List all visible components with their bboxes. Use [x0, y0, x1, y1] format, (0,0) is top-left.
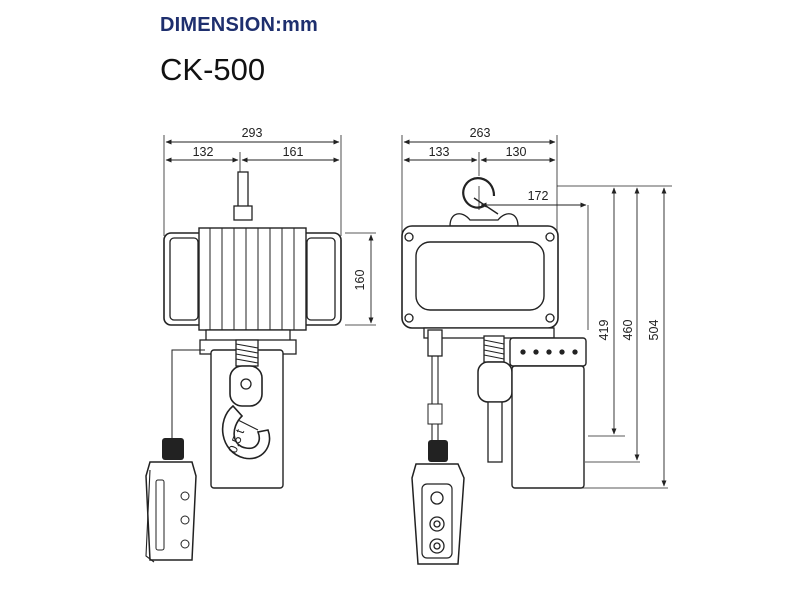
front-view	[145, 135, 376, 563]
front-right-width-label: 161	[283, 145, 304, 159]
side-dimension-lines	[403, 139, 667, 487]
side-view	[401, 135, 672, 565]
model-title: CK-500	[160, 52, 266, 87]
side-right-width-label: 130	[506, 145, 527, 159]
side-height-460-label: 460	[621, 320, 635, 341]
front-dimension-lines	[165, 139, 374, 324]
front-body-height-label: 160	[353, 270, 367, 291]
dimension-heading: DIMENSION:mm	[160, 14, 318, 36]
side-height-419-label: 419	[597, 320, 611, 341]
side-left-width-label: 133	[429, 145, 450, 159]
front-left-width-label: 132	[193, 145, 214, 159]
side-chain-offset-label: 172	[528, 189, 549, 203]
side-height-504-label: 504	[647, 320, 661, 341]
front-overall-width-label: 293	[242, 126, 263, 140]
side-overall-width-label: 263	[470, 126, 491, 140]
